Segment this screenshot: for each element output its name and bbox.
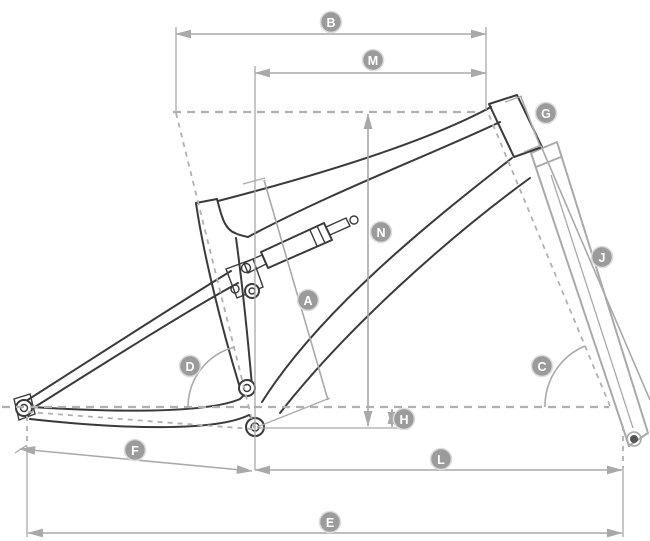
dimension-badges: A B C D E F G H xyxy=(123,10,614,534)
rear-shock xyxy=(240,215,359,274)
badge-b-circle xyxy=(319,10,343,34)
fork xyxy=(530,141,649,447)
badge-a-letter: A xyxy=(303,294,312,308)
badge-l: L xyxy=(429,447,453,471)
dim-c-arc xyxy=(544,345,586,408)
shock-shaft-right xyxy=(325,217,351,236)
badge-n-letter: N xyxy=(376,226,385,240)
seatstay-lower-edge xyxy=(29,282,239,411)
dim-g-line xyxy=(520,96,541,147)
chainstay-upper-edge xyxy=(31,393,246,412)
shock-eyelet-left xyxy=(240,262,252,274)
seatstay-upper-edge xyxy=(25,270,232,402)
badge-e-circle xyxy=(318,510,342,534)
badge-a: A xyxy=(296,288,320,312)
dim-g-tick-bottom xyxy=(523,144,542,153)
seat-tube-top xyxy=(195,198,218,204)
badge-l-circle xyxy=(429,447,453,471)
badge-b-letter: B xyxy=(326,16,335,30)
seat-tube-axis-dashline xyxy=(175,112,255,429)
badge-h-letter: H xyxy=(399,413,408,427)
dim-d-arc xyxy=(187,346,236,408)
top-tube-lower-edge xyxy=(247,121,501,238)
shock-body xyxy=(260,222,333,269)
badge-f: F xyxy=(123,438,147,462)
badge-d-circle xyxy=(178,354,202,378)
badge-m-circle xyxy=(361,48,385,72)
steering-axis-dashline xyxy=(488,114,611,407)
badge-m-letter: M xyxy=(368,54,378,68)
frame xyxy=(13,94,543,437)
chainstay-axis-dashline xyxy=(27,411,254,430)
lower-pivot xyxy=(238,379,256,397)
dim-a-tick-bottom xyxy=(256,397,331,428)
seat-tube-right-edge xyxy=(235,237,253,387)
badge-b: B xyxy=(319,10,343,34)
rocker-pivot xyxy=(244,283,260,299)
shock-eyelet-right xyxy=(349,215,359,225)
dimension-lines xyxy=(14,27,650,538)
badge-e-letter: E xyxy=(326,516,334,530)
badge-g: G xyxy=(534,101,558,125)
dim-a-tick-top xyxy=(242,177,266,185)
badge-m: M xyxy=(361,48,385,72)
reference-lines xyxy=(2,110,624,468)
down-tube-upper-edge xyxy=(261,157,513,403)
badge-j-circle xyxy=(590,245,614,269)
shock-collar-1 xyxy=(309,229,318,247)
rocker-bolt xyxy=(230,284,240,294)
seat-tube-left-edge xyxy=(195,202,242,392)
badge-c: C xyxy=(530,354,554,378)
shock-collar-2 xyxy=(316,225,326,244)
badge-n: N xyxy=(369,220,393,244)
badge-c-circle xyxy=(530,354,554,378)
badge-f-circle xyxy=(123,438,147,462)
dim-a-line xyxy=(263,179,329,401)
badge-j-letter: J xyxy=(599,251,606,265)
badge-c-letter: C xyxy=(537,360,546,374)
badge-g-letter: G xyxy=(541,107,551,121)
front-axle-icon xyxy=(630,435,638,443)
fork-leg-line xyxy=(550,174,634,429)
down-tube-lower-edge xyxy=(279,177,531,414)
fork-outline xyxy=(530,141,649,447)
badge-d: D xyxy=(178,354,202,378)
badge-h: H xyxy=(392,407,416,431)
dim-f-tick-left xyxy=(14,444,28,454)
badge-f-letter: F xyxy=(131,444,139,458)
badge-e: E xyxy=(318,510,342,534)
badge-n-circle xyxy=(369,220,393,244)
front-dropout-ring xyxy=(626,431,642,447)
dim-g-tick-top xyxy=(504,95,523,103)
badge-h-circle xyxy=(392,407,416,431)
badge-d-letter: D xyxy=(185,360,194,374)
badge-j: J xyxy=(590,245,614,269)
top-tube-upper-edge xyxy=(217,106,492,202)
badge-l-letter: L xyxy=(437,453,445,467)
chainstay-lower-edge xyxy=(29,414,254,429)
badge-a-circle xyxy=(296,288,320,312)
dim-j-line xyxy=(540,145,650,401)
seat-tube-loop xyxy=(216,198,249,238)
badge-g-circle xyxy=(534,101,558,125)
